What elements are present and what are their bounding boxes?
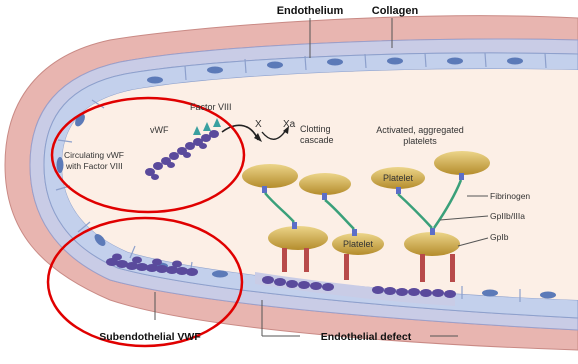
platelet-2	[299, 173, 351, 195]
label-circulating-line1: Circulating vWF	[64, 150, 124, 160]
label-endothelium: Endothelium	[277, 5, 344, 17]
label-circulating-line2: with Factor VIII	[65, 161, 123, 171]
label-clotting-line2: cascade	[300, 135, 334, 145]
label-collagen: Collagen	[372, 5, 419, 17]
label-gpiib-iiia: GpIIb/IIIa	[490, 211, 525, 221]
label-endothelial-defect: Endothelial defect	[321, 331, 412, 343]
platelet-4	[434, 151, 490, 175]
label-xa: Xa	[283, 119, 296, 130]
label-fibrinogen: Fibrinogen	[490, 191, 530, 201]
label-x: X	[255, 119, 262, 130]
label-platelet-top: Platelet	[383, 173, 414, 183]
label-subendothelial-vwf: Subendothelial VWF	[99, 331, 201, 343]
label-activated-line2: platelets	[403, 136, 437, 146]
platelet-7	[404, 232, 460, 256]
label-factor-viii: Factor VIII	[190, 102, 232, 112]
label-vwf: vWF	[150, 125, 169, 135]
label-clotting-line1: Clotting	[300, 124, 331, 134]
label-gpib: GpIb	[490, 232, 509, 242]
label-platelet-bottom: Platelet	[343, 239, 374, 249]
platelet-5	[268, 226, 328, 250]
platelet-1	[242, 164, 298, 188]
label-activated-line1: Activated, aggregated	[376, 125, 464, 135]
